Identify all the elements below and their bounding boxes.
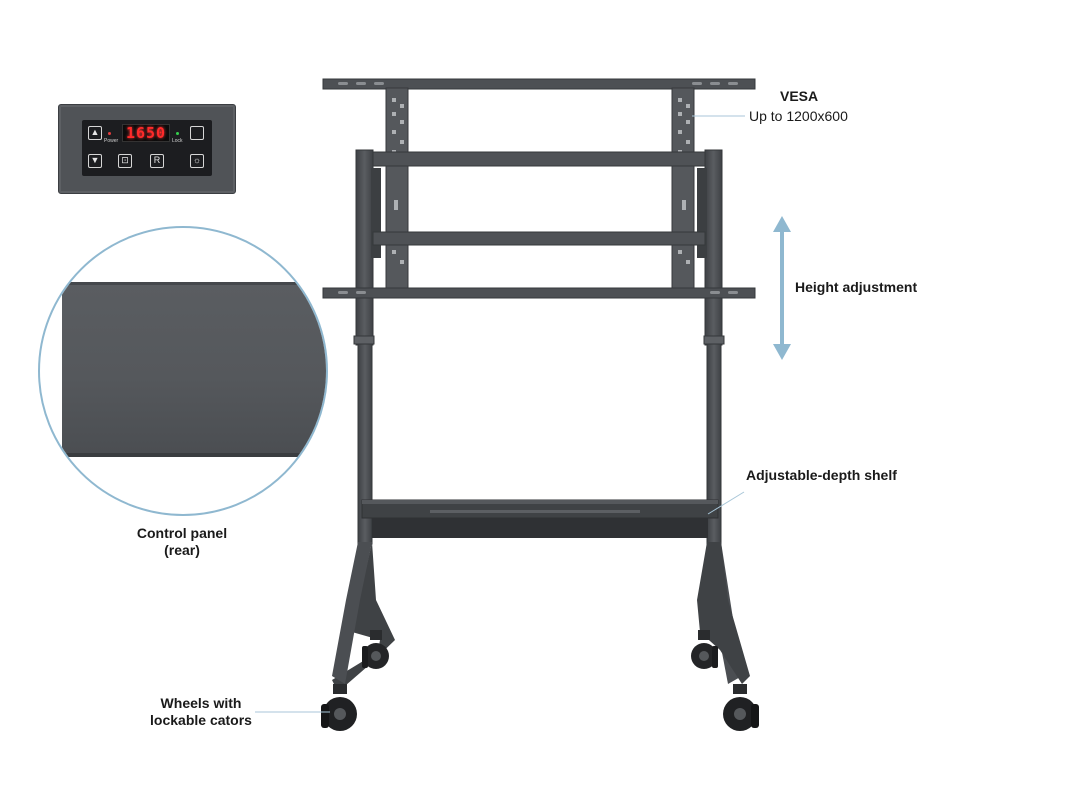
control-panel-label: Control panel (rear) — [120, 525, 244, 559]
caster-wheels — [321, 630, 759, 731]
vesa-subtitle: Up to 1200x600 — [749, 108, 848, 124]
control-panel-label-line2: (rear) — [164, 542, 200, 558]
light-icon[interactable]: ☼ — [190, 154, 204, 168]
lock-label: Lock — [172, 138, 183, 144]
memory-button[interactable] — [190, 126, 204, 140]
column-panel-surface — [62, 282, 326, 457]
vesa-bottom-bar — [322, 287, 756, 299]
control-panel-zoom — [38, 226, 328, 516]
base-legs — [332, 542, 750, 692]
wheels-label-line2: lockable cators — [150, 712, 252, 728]
crossbars — [372, 151, 706, 246]
height-display: 1650 — [122, 124, 170, 142]
vesa-mount-plates — [385, 87, 695, 299]
wheels-label: Wheels with lockable cators — [140, 695, 262, 729]
height-adjustment-label: Height adjustment — [795, 279, 918, 295]
control-panel-label-line1: Control panel — [136, 525, 228, 541]
lock-led — [176, 132, 179, 135]
shelf-label: Adjustable-depth shelf — [746, 467, 897, 483]
unlock-icon[interactable]: ⊡ — [118, 154, 132, 168]
height-arrow-icon — [773, 216, 791, 360]
up-arrow-icon[interactable]: ▲ — [88, 126, 102, 140]
callout-leader-lines — [255, 115, 745, 713]
wheels-label-line1: Wheels with — [160, 695, 242, 711]
vesa-title: VESA — [780, 88, 819, 104]
vesa-top-bar — [322, 78, 756, 90]
upright-columns — [353, 149, 725, 545]
power-label: Power — [104, 138, 119, 144]
down-arrow-icon[interactable]: ▼ — [88, 154, 102, 168]
adjustable-shelf — [361, 499, 719, 538]
reset-icon[interactable]: R — [150, 154, 164, 168]
power-led — [108, 132, 111, 135]
